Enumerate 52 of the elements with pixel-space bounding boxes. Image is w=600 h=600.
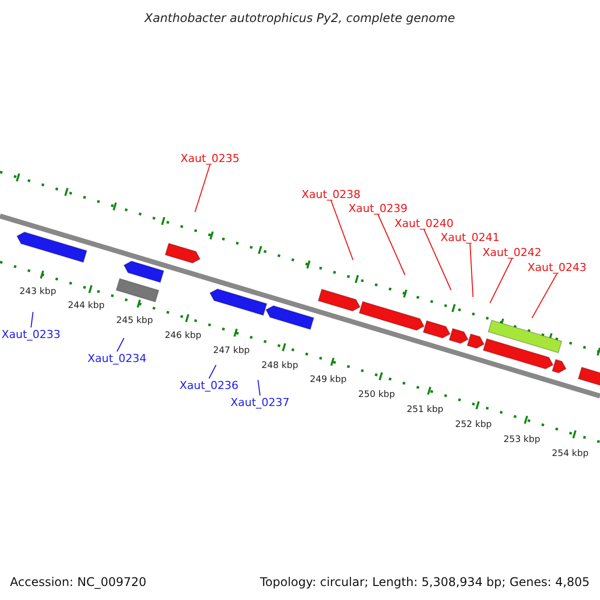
- scale-label: 249 kbp: [310, 376, 347, 386]
- gene-feature: [318, 288, 361, 312]
- gene-feature: [466, 333, 485, 349]
- scale-label: 254 kbp: [552, 450, 589, 460]
- scale-label: 243 kbp: [20, 288, 56, 296]
- gene-label: Xaut_0240: [394, 218, 454, 228]
- gene-label: Xaut_0233: [2, 328, 61, 340]
- scale-label: 245 kbp: [116, 317, 153, 326]
- gene-feature: [422, 320, 451, 339]
- scale-label: 247 kbp: [213, 346, 250, 356]
- leader-line: [258, 380, 261, 396]
- gene-feature: [578, 366, 600, 388]
- title: Xanthobacter autotrophicus Py2, complete genome: [144, 12, 456, 24]
- gene-label: Xaut_0243: [528, 262, 587, 272]
- gene-feature: [552, 358, 567, 374]
- gene-feature: [265, 305, 314, 330]
- leader-line: [30, 312, 34, 328]
- gene-label: Xaut_0236: [180, 380, 239, 390]
- gene-label: Xaut_0235: [180, 152, 240, 164]
- scale-label: 253 kbp: [504, 436, 540, 444]
- gene-feature: [448, 328, 469, 344]
- footer-text: Topology: circular; Length: 5,308,934 bp; Genes: 4,805: [260, 576, 590, 588]
- leader-line: [116, 338, 124, 352]
- gene-label: Xaut_0234: [88, 352, 147, 364]
- footer-text: Accession: NC_009720: [10, 576, 146, 588]
- leader-line: [208, 364, 216, 379]
- gene-feature: [358, 300, 425, 331]
- gene-feature: [482, 338, 554, 370]
- gene-feature: [209, 288, 268, 316]
- gene-feature: [123, 260, 164, 283]
- gene-label: Xaut_0239: [348, 202, 408, 214]
- gene-label: Xaut_0241: [440, 232, 500, 242]
- gene-feature: [164, 242, 201, 264]
- gene-block: [488, 320, 562, 354]
- leader-line: [378, 214, 406, 276]
- gene-label: Xaut_0242: [482, 246, 542, 258]
- leader-line: [470, 243, 474, 298]
- scale-label: 246 kbp: [164, 332, 202, 341]
- scale-label: 244 kbp: [68, 302, 105, 312]
- leader-line: [532, 273, 558, 318]
- scale-label: 252 kbp: [455, 420, 492, 430]
- gene-label: Xaut_0238: [302, 188, 361, 200]
- scale-label: 250 kbp: [358, 391, 395, 400]
- leader-line: [330, 200, 354, 260]
- leader-line: [490, 258, 513, 304]
- gene-block: [116, 278, 160, 302]
- gene-label: Xaut_0237: [230, 396, 290, 408]
- gene-feature: [16, 232, 88, 263]
- scale-label: 248 kbp: [262, 362, 298, 370]
- scale-label: 251 kbp: [406, 406, 444, 415]
- leader-line: [194, 164, 211, 212]
- leader-line: [424, 229, 452, 290]
